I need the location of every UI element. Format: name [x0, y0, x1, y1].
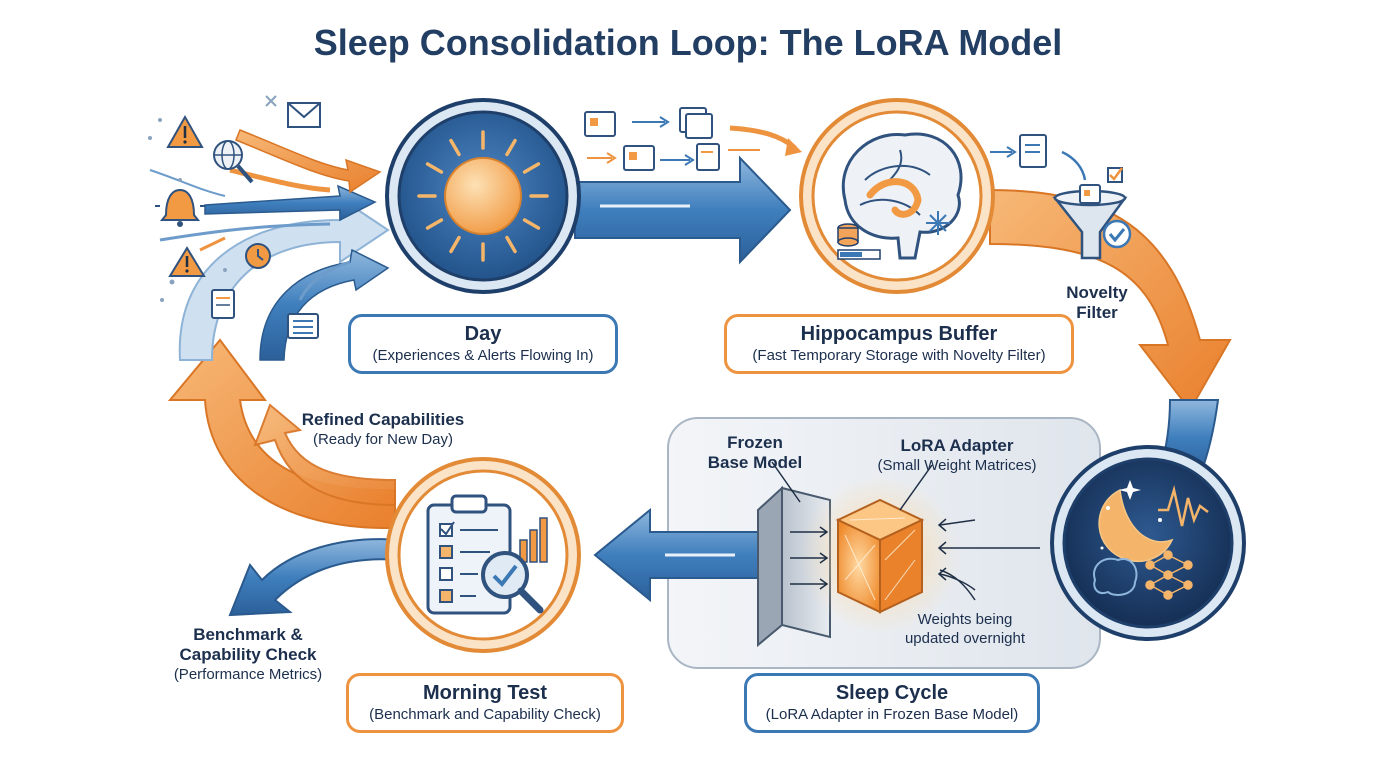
hippocampus-brain-icon: [799, 98, 995, 294]
sun-ray: [505, 138, 517, 157]
sleep-to-morning-arrow: [593, 507, 761, 603]
sleep-cycle-subtitle: (LoRA Adapter in Frozen Base Model): [765, 706, 1019, 723]
sun-ray: [449, 138, 461, 157]
weights-line2: updated overnight: [904, 630, 1026, 647]
bar-chart-icon: [519, 517, 548, 563]
sun-ray: [522, 162, 541, 174]
storage-cylinder-icon: [837, 223, 859, 247]
frozen-line1: Frozen: [727, 433, 783, 452]
lora-adapter-cube-icon: [800, 475, 960, 635]
day-title: Day: [464, 323, 502, 345]
star-icon: [1100, 480, 1162, 550]
sun-ray: [425, 162, 444, 174]
day-sun-icon: [385, 98, 581, 294]
morning-test-label: Morning Test (Benchmark and Capability C…: [346, 673, 624, 733]
document-flow-icons: [584, 107, 802, 171]
sun-ray: [505, 235, 517, 254]
refined-subtitle: (Ready for New Day): [312, 431, 454, 448]
morning-to-day-arrow: [167, 338, 396, 530]
weight-update-arrows: [790, 518, 1040, 601]
lora-adapter-title: LoRA Adapter: [900, 436, 1014, 455]
close-mark-icon: [265, 95, 277, 107]
bell-icon: [155, 188, 205, 227]
email-icon: [287, 102, 321, 128]
hippocampus-subtitle: (Fast Temporary Storage with Novelty Fil…: [752, 347, 1046, 364]
sun-ray: [449, 235, 461, 254]
novelty-filter-label: Novelty Filter: [1052, 283, 1142, 323]
weights-line1: Weights being: [917, 611, 1013, 628]
sun-ray: [425, 218, 444, 230]
list-document-icon: [287, 313, 319, 339]
day-subtitle: (Experiences & Alerts Flowing In): [372, 347, 594, 364]
warning-icon-2: [168, 246, 206, 277]
warning-icon: [166, 114, 204, 148]
document-icon: [211, 289, 235, 319]
spark-icon: [926, 211, 950, 235]
magnifier-icon: [481, 551, 544, 614]
benchmark-line2: Capability Check: [179, 645, 317, 664]
lora-adapter-subtitle: (Small Weight Matrices): [877, 457, 1037, 474]
benchmark-label: Benchmark & Capability Check (Performanc…: [148, 625, 348, 684]
sleep-cycle-label: Sleep Cycle (LoRA Adapter in Frozen Base…: [744, 673, 1040, 733]
morning-test-subtitle: (Benchmark and Capability Check): [369, 706, 601, 723]
morning-to-benchmark-arrow: [228, 538, 401, 617]
moon-icon: [1050, 445, 1246, 641]
lora-adapter-label: LoRA Adapter (Small Weight Matrices): [852, 436, 1062, 475]
novelty-filter-line2: Filter: [1076, 303, 1118, 322]
sun-ray: [522, 218, 541, 230]
morning-test-title: Morning Test: [422, 682, 548, 704]
motion-dots: [148, 118, 227, 302]
refined-capabilities-label: Refined Capabilities (Ready for New Day): [268, 410, 498, 449]
buffer-bar-icon: [837, 249, 881, 260]
weights-updated-label: Weights being updated overnight: [880, 610, 1050, 648]
hippocampus-label: Hippocampus Buffer (Fast Temporary Stora…: [724, 314, 1074, 374]
page-title: Sleep Consolidation Loop: The LoRA Model: [313, 22, 1063, 63]
frozen-base-model-label: Frozen Base Model: [690, 433, 820, 473]
frozen-line2: Base Model: [707, 453, 803, 472]
funnel-icon: [990, 134, 1132, 260]
neural-network-icon: [1145, 550, 1193, 600]
day-label: Day (Experiences & Alerts Flowing In): [348, 314, 618, 374]
clipboard-icon: [385, 457, 581, 653]
benchmark-line1: Benchmark &: [193, 625, 303, 644]
day-to-hippocampus-arrow: [574, 155, 792, 265]
refined-title: Refined Capabilities: [301, 410, 465, 429]
small-brain-icon: [1093, 557, 1138, 596]
hippocampus-title: Hippocampus Buffer: [800, 323, 998, 345]
clock-icon: [245, 243, 271, 269]
sleep-cycle-title: Sleep Cycle: [835, 682, 949, 704]
benchmark-subtitle: (Performance Metrics): [173, 666, 323, 683]
novelty-filter-line1: Novelty: [1066, 283, 1128, 302]
globe-icon: [213, 140, 254, 184]
